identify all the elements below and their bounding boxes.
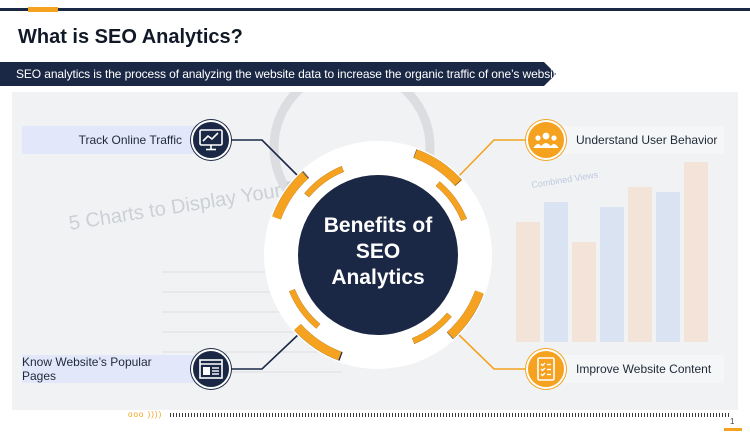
center-title-line-3: Analytics xyxy=(331,266,425,289)
banner xyxy=(0,62,556,86)
connector-top-right xyxy=(456,139,527,179)
slide-title: What is SEO Analytics? xyxy=(18,26,243,48)
banner-text: SEO analytics is the process of analyzin… xyxy=(16,67,566,81)
connector-top-left xyxy=(231,139,301,179)
monitor-analytics-icon xyxy=(191,120,231,160)
page-accent-bar xyxy=(724,428,742,431)
footer-dots: ooo )))) xyxy=(128,410,163,419)
center-title-line-1: Benefits of xyxy=(323,214,433,237)
connector-bottom-right xyxy=(456,332,527,370)
benefit-label: Track Online Traffic xyxy=(78,133,182,147)
benefit-label: Know Website’s Popular Pages xyxy=(22,355,152,383)
benefit-improve-website-content: Improve Website Content xyxy=(540,355,724,383)
top-rule xyxy=(0,8,750,11)
benefit-understand-user-behavior: Understand User Behavior xyxy=(540,126,724,154)
logo-placeholder xyxy=(686,22,738,62)
document-checklist-icon xyxy=(526,349,566,389)
benefit-label: Improve Website Content xyxy=(576,362,712,376)
connector-bottom-left xyxy=(231,332,301,370)
users-group-icon xyxy=(526,120,566,160)
center-title: Benefits of SEO Analytics xyxy=(313,213,443,291)
middle-ring-segments xyxy=(282,159,475,352)
top-accent-bar xyxy=(28,7,58,12)
footer-rule xyxy=(170,413,730,417)
page-number: 1 xyxy=(730,417,735,426)
center-circle xyxy=(298,175,458,335)
webpage-layout-icon xyxy=(191,349,231,389)
benefit-label: Understand User Behavior xyxy=(576,133,718,147)
benefit-know-popular-pages: Know Website’s Popular Pages xyxy=(22,355,194,383)
center-title-line-2: SEO xyxy=(355,240,401,263)
background-image: 5 Charts to Display Your Data and Metric… xyxy=(12,92,738,410)
benefit-track-online-traffic: Track Online Traffic xyxy=(22,126,194,154)
